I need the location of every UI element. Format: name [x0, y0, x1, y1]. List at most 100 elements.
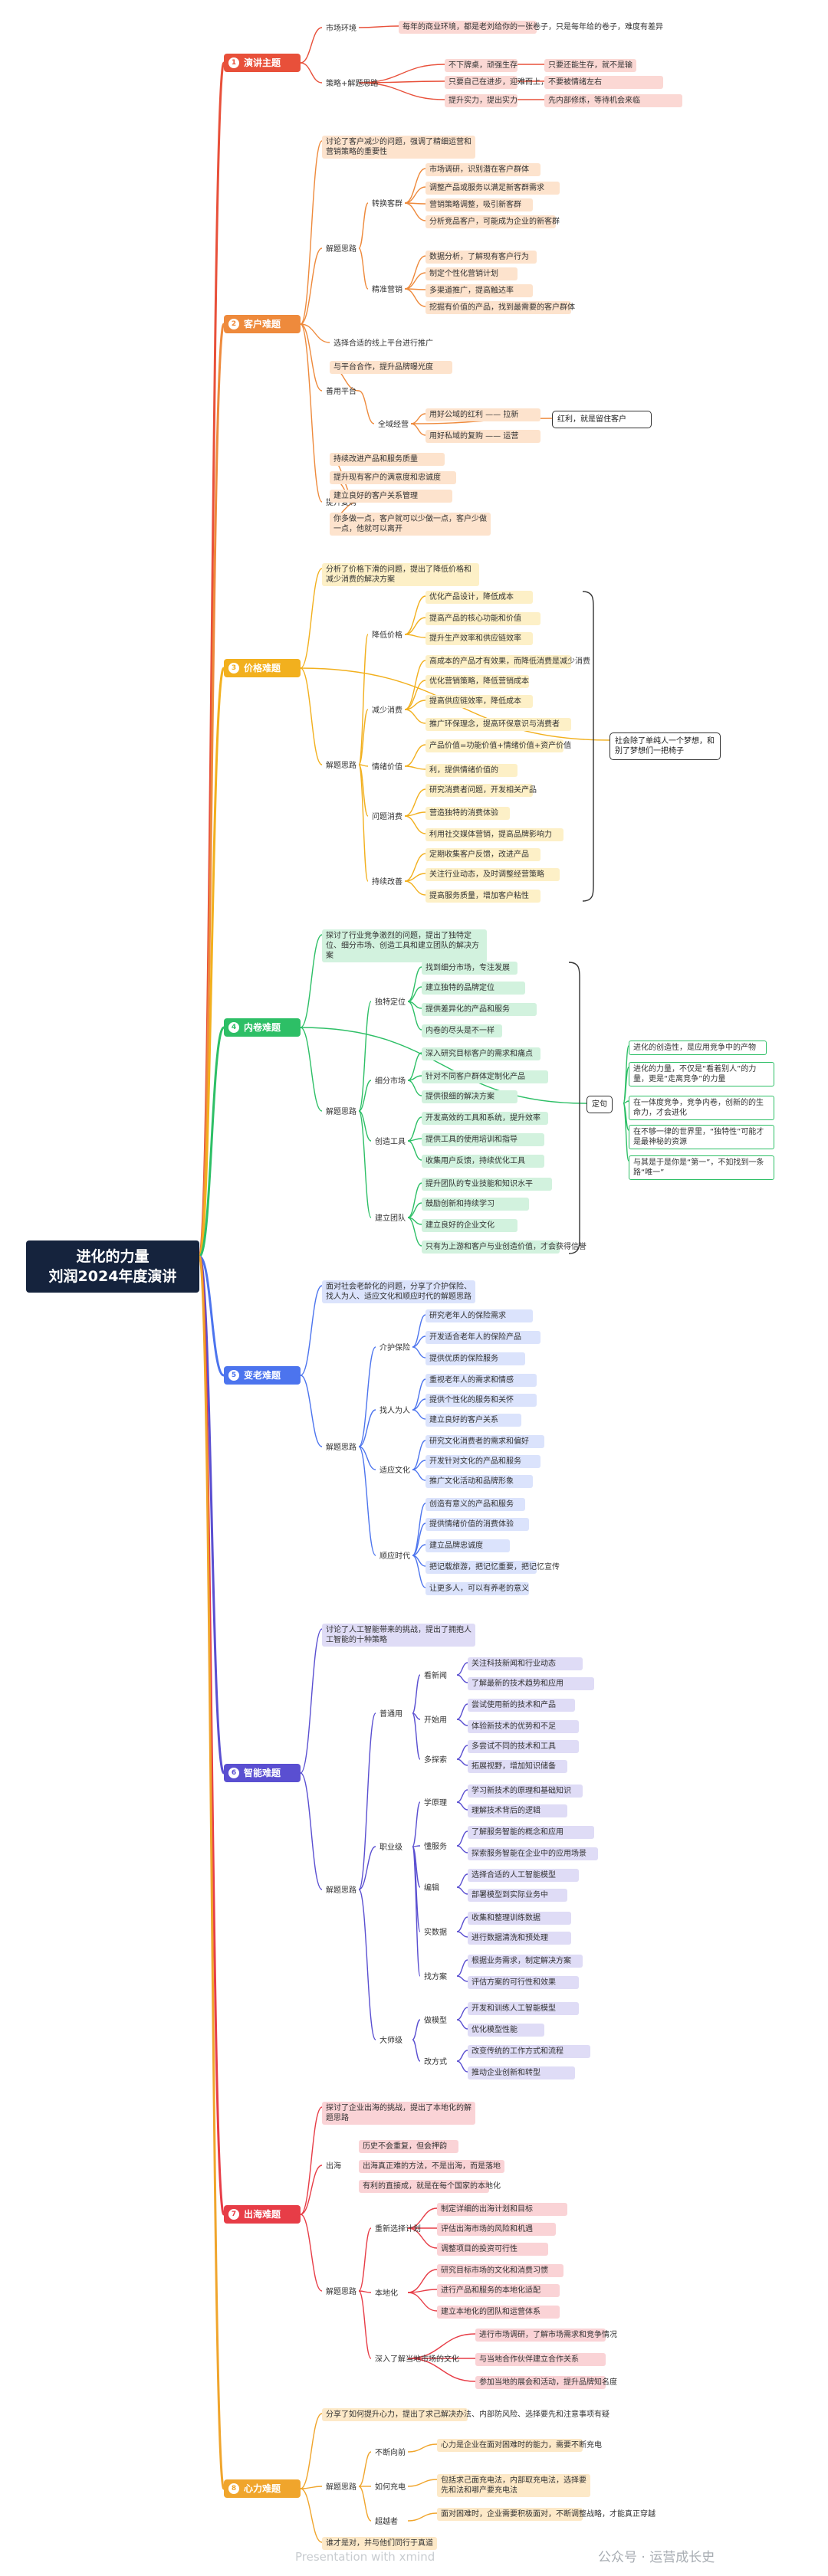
subtopic-node[interactable]: 关注科技新闻和行业动态: [468, 1657, 583, 1670]
subtopic-node[interactable]: 内卷的尽头是不一样: [422, 1024, 502, 1037]
subtopic-node[interactable]: 进行数据清洗和预处理: [468, 1932, 571, 1945]
subtopic-node[interactable]: 创造有意义的产品和服务: [426, 1498, 525, 1511]
subtopic-node[interactable]: 高成本的产品才有效果，而降低消费是减少消费: [426, 655, 590, 668]
subtopic-node[interactable]: 收集和整理训练数据: [468, 1912, 571, 1925]
subtopic-node[interactable]: 策略+解题思路: [326, 80, 379, 88]
subtopic-node[interactable]: 实数据: [424, 1929, 447, 1937]
subtopic-node[interactable]: 解题思路: [326, 245, 356, 254]
subtopic-node[interactable]: 心力是企业在面对困难时的能力，需要不断充电: [437, 2439, 602, 2452]
subtopic-node[interactable]: 解题思路: [326, 2483, 356, 2492]
subtopic-node[interactable]: 精准营销: [372, 286, 402, 294]
subtopic-node[interactable]: 细分市场: [375, 1077, 406, 1086]
subtopic-node[interactable]: 体验新技术的优势和不足: [468, 1720, 579, 1733]
subtopic-node[interactable]: 分析竞品客户，可能成为企业的新客群: [426, 215, 560, 228]
subtopic-node[interactable]: 建立良好的企业文化: [422, 1219, 518, 1232]
subtopic-node[interactable]: 选择合适的线上平台进行推广: [334, 339, 433, 348]
subtopic-node[interactable]: 出海真正难的方法，不是出海，而是落地: [359, 2160, 504, 2173]
subtopic-node[interactable]: 数据分析，了解现有客户行为: [426, 251, 537, 264]
subtopic-node[interactable]: 开发针对文化的产品和服务: [426, 1455, 540, 1468]
subtopic-node[interactable]: 先内部修炼，等待机会来临: [544, 94, 682, 107]
subtopic-node[interactable]: 推动企业创新和转型: [468, 2066, 575, 2079]
subtopic-node[interactable]: 全域经营: [378, 421, 409, 429]
subtopic-node[interactable]: 提升复购: [326, 499, 356, 507]
subtopic-node[interactable]: 谁才是对，并与他们同行于真道: [322, 2537, 437, 2550]
subtopic-node[interactable]: 优化模型性能: [468, 2024, 544, 2037]
subtopic-node[interactable]: 提供优质的保险服务: [426, 1352, 525, 1365]
subtopic-node[interactable]: 鼓励创新和持续学习: [422, 1198, 529, 1211]
subtopic-node[interactable]: 职业级: [380, 1844, 402, 1852]
subtopic-node[interactable]: 开发适合老年人的保险产品: [426, 1331, 540, 1344]
subtopic-node[interactable]: 与其是于是你是“第一”，不如找到一条路“唯一”: [629, 1155, 774, 1180]
subtopic-node[interactable]: 市场调研，识别潜在客户群体: [426, 163, 540, 176]
subtopic-node[interactable]: 定期收集客户反馈，改进产品: [426, 848, 540, 861]
subtopic-node[interactable]: 提升实力，提出实力: [445, 94, 518, 107]
subtopic-node[interactable]: 找到细分市场，专注发展: [422, 962, 518, 975]
subtopic-node[interactable]: 优化营销策略，降低营销成本: [426, 675, 529, 688]
subtopic-node[interactable]: 减少消费: [372, 706, 402, 715]
subtopic-node[interactable]: 多探索: [424, 1756, 447, 1765]
subtopic-node[interactable]: 面对社会老龄化的问题，分享了介护保险、找人为人、适应文化和顺应时代的解题思路: [322, 1280, 475, 1303]
subtopic-node[interactable]: 制定个性化营销计划: [426, 267, 518, 280]
subtopic-node[interactable]: 分析了价格下滑的问题，提出了降低价格和减少消费的解决方案: [322, 563, 479, 586]
subtopic-node[interactable]: 只要自己在进步，迎难而上，我们总有一天会出头: [445, 76, 617, 89]
subtopic-node[interactable]: 探讨了企业出海的挑战，提出了本地化的解题思路: [322, 2102, 475, 2125]
subtopic-node[interactable]: 包括求己面充电法，内部取充电法，选择要先和法和哪产要充电法: [437, 2474, 590, 2497]
subtopic-node[interactable]: 评估出海市场的风险和机遇: [437, 2223, 556, 2236]
subtopic-node[interactable]: 独特定位: [375, 998, 406, 1007]
subtopic-node[interactable]: 进化的创造性，是应用竞争中的产物: [629, 1041, 767, 1055]
subtopic-node[interactable]: 每年的商业环境，都是老刘给你的一张卷子，只是每年给的卷子，难度有差异: [399, 21, 663, 34]
subtopic-node[interactable]: 提供情绪价值的消费体验: [426, 1518, 529, 1531]
subtopic-node[interactable]: 深入了解当地市场的文化: [375, 2355, 459, 2364]
subtopic-node[interactable]: 让更多人，可以有养老的意义: [426, 1582, 529, 1595]
subtopic-node[interactable]: 提升团队的专业技能和知识水平: [422, 1178, 552, 1191]
subtopic-node[interactable]: 降低价格: [372, 631, 402, 640]
subtopic-node[interactable]: 深入研究目标客户的需求和痛点: [422, 1047, 540, 1060]
subtopic-node[interactable]: 提供很细的解决方案: [422, 1090, 518, 1103]
subtopic-node[interactable]: 参加当地的展会和活动，提升品牌知名度: [475, 2376, 617, 2389]
subtopic-node[interactable]: 创造工具: [375, 1138, 406, 1146]
subtopic-node[interactable]: 持续改善: [372, 878, 402, 887]
subtopic-node[interactable]: 市场环境: [326, 25, 356, 33]
subtopic-node[interactable]: 开始用: [424, 1716, 447, 1725]
subtopic-node[interactable]: 持续改进产品和服务质量: [330, 453, 445, 466]
subtopic-node[interactable]: 介护保险: [380, 1344, 410, 1352]
subtopic-node[interactable]: 面对困难时，企业需要积极面对，不断调整战略，才能真正穿越: [437, 2508, 656, 2521]
subtopic-node[interactable]: 解题思路: [326, 2288, 356, 2296]
subtopic-node[interactable]: 推广环保理念，提高环保意识与消费者: [426, 718, 571, 731]
subtopic-node[interactable]: 提高服务质量，增加客户粘性: [426, 890, 540, 903]
subtopic-node[interactable]: 建立良好的客户关系管理: [330, 490, 452, 503]
subtopic-node[interactable]: 找人为人: [380, 1407, 410, 1415]
subtopic-node[interactable]: 社会除了单纯人一个梦想，和别了梦想们一把椅子: [610, 732, 721, 760]
subtopic-node[interactable]: 提供差异化的产品和服务: [422, 1003, 537, 1016]
subtopic-node[interactable]: 学原理: [424, 1799, 447, 1807]
subtopic-node[interactable]: 提升现有客户的满意度和忠诚度: [330, 471, 456, 484]
subtopic-node[interactable]: 解题思路: [326, 1444, 356, 1452]
subtopic-node[interactable]: 提供工具的使用培训和指导: [422, 1133, 544, 1146]
subtopic-node[interactable]: 了解服务智能的概念和应用: [468, 1826, 594, 1839]
subtopic-node[interactable]: 开发和训练人工智能模型: [468, 2002, 579, 2015]
subtopic-node[interactable]: 理解技术背后的逻辑: [468, 1804, 567, 1817]
subtopic-node[interactable]: 在不够一律的世界里，“独特性”可能才是最神秘的资源: [629, 1125, 774, 1149]
subtopic-node[interactable]: 做模型: [424, 2017, 447, 2025]
subtopic-node[interactable]: 探讨了行业竞争激烈的问题，提出了独特定位、细分市场、创造工具和建立团队的解决方案: [322, 929, 487, 962]
subtopic-node[interactable]: 进化的力量，不仅是“看着别人”的力量，更是“走离竞争”的力量: [629, 1062, 774, 1086]
subtopic-node[interactable]: 适应文化: [380, 1467, 410, 1475]
subtopic-node[interactable]: 不下牌桌，顽强生存: [445, 59, 518, 72]
subtopic-node[interactable]: 问题消费: [372, 813, 402, 821]
subtopic-node[interactable]: 改方式: [424, 2058, 447, 2066]
subtopic-node[interactable]: 用好公域的红利 —— 拉新: [426, 408, 540, 421]
subtopic-node[interactable]: 把记载旅游，把记忆重要，把记忆宣传: [426, 1561, 560, 1574]
root-topic[interactable]: 进化的力量 刘润2024年度演讲: [26, 1240, 199, 1293]
subtopic-node[interactable]: 营销策略调整，吸引新客群: [426, 198, 533, 211]
subtopic-node[interactable]: 大师级: [380, 2037, 402, 2045]
subtopic-node[interactable]: 看新闻: [424, 1672, 447, 1680]
subtopic-node[interactable]: 选择合适的人工智能模型: [468, 1869, 579, 1882]
subtopic-node[interactable]: 重新选择计划: [375, 2225, 421, 2234]
subtopic-node[interactable]: 善用平台: [326, 388, 356, 396]
subtopic-node[interactable]: 有利的直接成，就是在每个国家的本地化: [359, 2180, 501, 2193]
subtopic-node[interactable]: 讨论了人工智能带来的挑战，提出了拥抱人工智能的十种策略: [322, 1624, 475, 1647]
